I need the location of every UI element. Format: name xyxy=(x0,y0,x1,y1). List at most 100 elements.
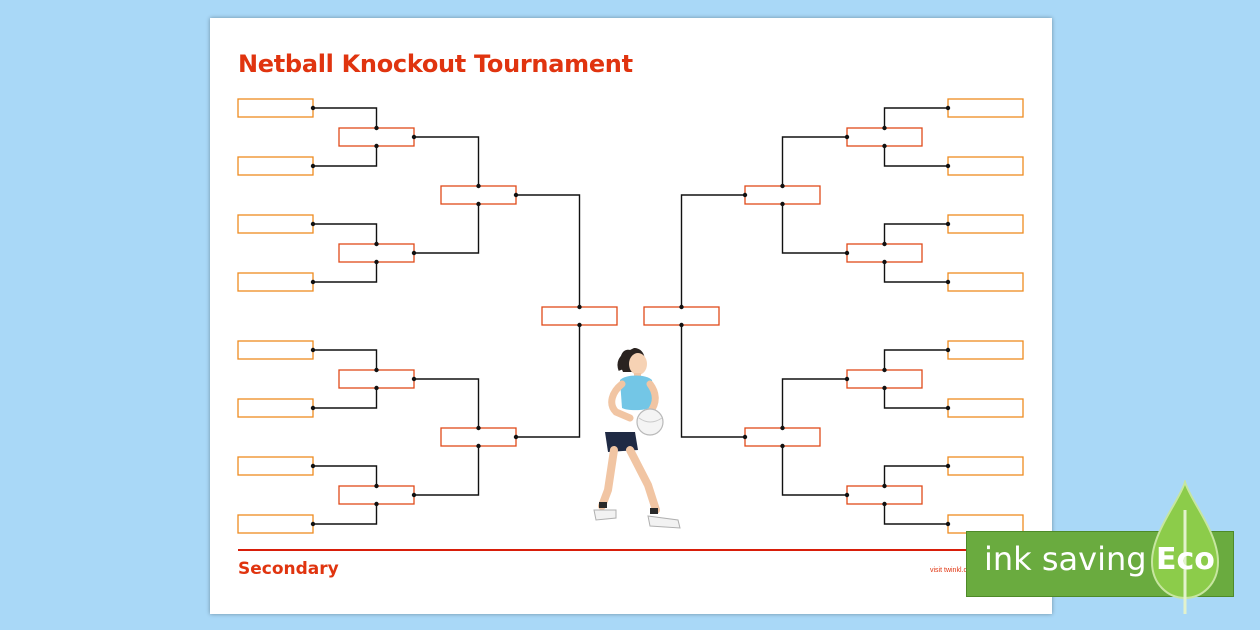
bracket-connector xyxy=(313,107,378,128)
bracket-connector xyxy=(883,262,948,283)
bracket-connector xyxy=(313,223,378,244)
eco-leaf-icon xyxy=(1150,480,1220,614)
round3-slot[interactable] xyxy=(440,185,517,205)
bracket-junction xyxy=(780,425,785,431)
round3-slot[interactable] xyxy=(744,427,821,447)
round1-slot[interactable] xyxy=(237,456,314,476)
bracket-connector xyxy=(883,349,948,370)
bracket-junction xyxy=(374,259,379,265)
bracket-junction xyxy=(780,443,785,449)
round1-slot[interactable] xyxy=(947,156,1024,176)
bracket-connector xyxy=(516,325,581,438)
bracket-junction xyxy=(476,183,481,189)
bracket-connector xyxy=(883,465,948,486)
bracket-junction xyxy=(374,241,379,247)
round2-slot[interactable] xyxy=(338,243,415,263)
bracket-junction xyxy=(310,405,316,411)
worksheet-page xyxy=(210,18,1052,614)
round1-slot[interactable] xyxy=(237,156,314,176)
ink-saving-label: ink saving xyxy=(984,540,1147,578)
round1-slot[interactable] xyxy=(947,398,1024,418)
bracket-junction xyxy=(882,501,887,507)
footer-divider xyxy=(238,549,1025,551)
round2-slot[interactable] xyxy=(846,127,923,147)
bracket-junction xyxy=(374,501,379,507)
round3-slot[interactable] xyxy=(440,427,517,447)
bracket-connector xyxy=(680,194,745,307)
semifinal-slot[interactable] xyxy=(541,306,618,326)
bracket-junction xyxy=(945,105,951,111)
bracket-junction xyxy=(513,192,519,198)
round1-slot[interactable] xyxy=(237,514,314,534)
bracket-connector xyxy=(414,446,480,496)
round1-slot[interactable] xyxy=(947,98,1024,118)
bracket-connector xyxy=(781,136,847,186)
bracket-junction xyxy=(882,125,887,131)
bracket-junction xyxy=(882,367,887,373)
bracket-connector xyxy=(781,446,847,496)
round2-slot[interactable] xyxy=(846,243,923,263)
bracket-junction xyxy=(780,201,785,207)
bracket-connector xyxy=(883,504,948,525)
bracket-junction xyxy=(742,192,748,198)
bracket-junction xyxy=(476,425,481,431)
bracket-junction xyxy=(945,521,951,527)
bracket-connector xyxy=(883,107,948,128)
bracket-connector xyxy=(781,204,847,254)
round1-slot[interactable] xyxy=(947,456,1024,476)
eco-label: Eco xyxy=(1156,542,1215,577)
bracket-junction xyxy=(577,322,582,328)
bracket-connector xyxy=(414,136,480,186)
bracket-junction xyxy=(945,279,951,285)
bracket-junction xyxy=(882,483,887,489)
bracket-junction xyxy=(945,347,951,353)
bracket-junction xyxy=(374,483,379,489)
bracket-junction xyxy=(374,367,379,373)
bracket-junction xyxy=(577,304,582,310)
bracket-junction xyxy=(679,304,684,310)
bracket-junction xyxy=(844,134,850,140)
round1-slot[interactable] xyxy=(947,214,1024,234)
bracket-junction xyxy=(945,221,951,227)
bracket-junction xyxy=(374,385,379,391)
round1-slot[interactable] xyxy=(237,214,314,234)
bracket-connector xyxy=(313,262,378,283)
bracket-junction xyxy=(310,105,316,111)
round1-slot[interactable] xyxy=(237,272,314,292)
bracket-junction xyxy=(882,385,887,391)
bracket-junction xyxy=(945,163,951,169)
footer-link[interactable]: visit twinkl.com xyxy=(930,567,977,574)
bracket-junction xyxy=(945,405,951,411)
bracket-connector xyxy=(883,223,948,244)
round1-slot[interactable] xyxy=(237,398,314,418)
bracket-junction xyxy=(844,376,850,382)
bracket-junction xyxy=(310,279,316,285)
round2-slot[interactable] xyxy=(846,369,923,389)
round1-slot[interactable] xyxy=(237,98,314,118)
bracket-junction xyxy=(882,259,887,265)
round1-slot[interactable] xyxy=(237,340,314,360)
bracket-junction xyxy=(882,241,887,247)
bracket-junction xyxy=(310,163,316,169)
bracket-junction xyxy=(411,250,417,256)
round2-slot[interactable] xyxy=(338,127,415,147)
round2-slot[interactable] xyxy=(846,485,923,505)
bracket-connector xyxy=(414,204,480,254)
bracket-connector xyxy=(414,378,480,428)
round1-slot[interactable] xyxy=(947,272,1024,292)
netball-player-icon xyxy=(593,348,681,529)
bracket-junction xyxy=(411,492,417,498)
bracket-junction xyxy=(374,125,379,131)
bracket-connector xyxy=(680,325,745,438)
round2-slot[interactable] xyxy=(338,485,415,505)
bracket-junction xyxy=(780,183,785,189)
round3-slot[interactable] xyxy=(744,185,821,205)
bracket-junction xyxy=(476,201,481,207)
bracket-junction xyxy=(374,143,379,149)
bracket-connector xyxy=(883,146,948,167)
bracket-connector xyxy=(313,146,378,167)
round1-slot[interactable] xyxy=(947,340,1024,360)
bracket-connector xyxy=(313,465,378,486)
round2-slot[interactable] xyxy=(338,369,415,389)
semifinal-slot[interactable] xyxy=(643,306,720,326)
